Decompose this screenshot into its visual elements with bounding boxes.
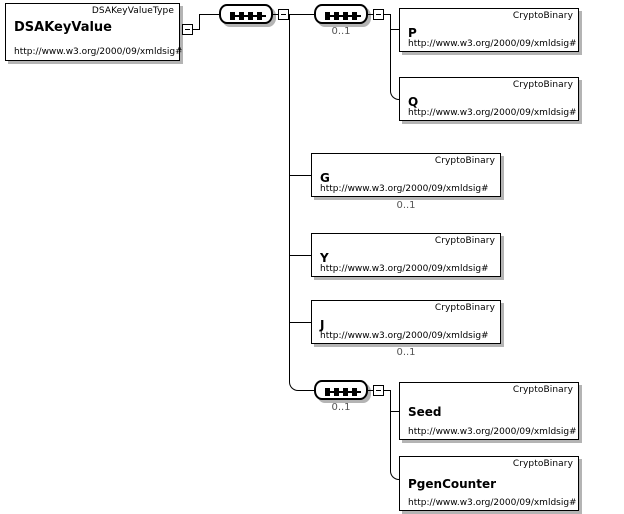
node-pgencounter[interactable]: CryptoBinary PgenCounter http://www.w3.o…	[399, 456, 579, 511]
node-namespace: http://www.w3.org/2000/09/xmldsig#	[320, 264, 489, 274]
connector-root-to-seq	[193, 29, 199, 30]
node-p[interactable]: CryptoBinary P http://www.w3.org/2000/09…	[399, 8, 579, 52]
connector-seq-seed-out	[368, 390, 373, 391]
expander-root[interactable]	[182, 24, 193, 35]
sequence-dot	[325, 388, 330, 396]
node-type-label: CryptoBinary	[512, 459, 573, 469]
node-namespace: http://www.w3.org/2000/09/xmldsig#	[320, 184, 489, 194]
connector-seq-pq-bus-lead	[384, 14, 390, 15]
occurrence-j: 0..1	[396, 347, 416, 358]
node-type-label: CryptoBinary	[434, 156, 495, 166]
node-element-name: Y	[320, 251, 329, 265]
expander-seq-root[interactable]	[278, 9, 289, 20]
node-element-name: PgenCounter	[408, 477, 496, 491]
node-dsakeyvalue[interactable]: DSAKeyValueType DSAKeyValue http://www.w…	[5, 3, 183, 61]
connector-root-to-seq-top	[199, 14, 219, 15]
node-seed[interactable]: CryptoBinary Seed http://www.w3.org/2000…	[399, 382, 579, 440]
connector-root-riser	[199, 14, 200, 30]
sequence-node-seed-pgen[interactable]	[314, 380, 371, 403]
trunk-vertical-main	[289, 14, 290, 382]
connector-seq-root-trunk-lead	[289, 14, 296, 15]
node-namespace: http://www.w3.org/2000/09/xmldsig#	[408, 108, 577, 118]
sequence-dot	[352, 12, 357, 20]
node-type-label: DSAKeyValueType	[91, 6, 174, 16]
node-j[interactable]: CryptoBinary J http://www.w3.org/2000/09…	[311, 300, 501, 344]
node-element-name: Seed	[408, 405, 442, 419]
connector-seq-root-out	[273, 14, 278, 15]
node-g[interactable]: CryptoBinary G http://www.w3.org/2000/09…	[311, 153, 501, 197]
sequence-dot	[343, 12, 348, 20]
sequence-dot	[230, 12, 235, 20]
node-element-name: J	[320, 318, 325, 332]
connector-trunk-to-y	[289, 255, 311, 256]
node-namespace: http://www.w3.org/2000/09/xmldsig#	[14, 47, 183, 57]
sequence-dot	[334, 12, 339, 20]
sequence-dot	[343, 388, 348, 396]
node-type-label: CryptoBinary	[434, 303, 495, 313]
node-type-label: CryptoBinary	[512, 385, 573, 395]
node-namespace: http://www.w3.org/2000/09/xmldsig#	[320, 331, 489, 341]
expander-seq-seed[interactable]	[373, 385, 384, 396]
node-q[interactable]: CryptoBinary Q http://www.w3.org/2000/09…	[399, 77, 579, 121]
connector-seq-pq-out	[368, 14, 373, 15]
sequence-dot	[334, 388, 339, 396]
node-namespace: http://www.w3.org/2000/09/xmldsig#	[408, 39, 577, 49]
node-namespace: http://www.w3.org/2000/09/xmldsig#	[408, 427, 577, 437]
node-y[interactable]: CryptoBinary Y http://www.w3.org/2000/09…	[311, 233, 501, 277]
node-type-label: CryptoBinary	[512, 11, 573, 21]
node-namespace: http://www.w3.org/2000/09/xmldsig#	[408, 498, 577, 508]
connector-bus-to-p	[390, 29, 399, 30]
sequence-dot	[248, 12, 253, 20]
sequence-node-root[interactable]	[219, 4, 276, 27]
trunk-elbow-bottom	[289, 373, 299, 391]
occurrence-g: 0..1	[396, 200, 416, 211]
node-element-name: Q	[408, 95, 419, 109]
sequence-dot	[257, 12, 262, 20]
connector-bus-to-seed	[390, 411, 399, 412]
sequence-dot	[239, 12, 244, 20]
expander-seq-pq[interactable]	[373, 9, 384, 20]
sequence-shape	[219, 4, 273, 24]
occurrence-seq-pq: 0..1	[331, 26, 351, 37]
node-type-label: CryptoBinary	[434, 236, 495, 246]
node-type-label: CryptoBinary	[512, 80, 573, 90]
sequence-dot	[325, 12, 330, 20]
node-element-name: G	[320, 171, 330, 185]
connector-trunk-to-j	[289, 322, 311, 323]
connector-seq-seed-bus	[390, 390, 391, 468]
sequence-shape	[314, 380, 368, 400]
connector-trunk-to-seq-pq	[296, 14, 314, 15]
connector-seq-pq-bus	[390, 14, 391, 90]
connector-seq-seed-bus-lead	[384, 390, 390, 391]
connector-trunk-to-seq-seed	[298, 390, 314, 391]
occurrence-seq-seed-pgen: 0..1	[331, 402, 351, 413]
node-element-name: DSAKeyValue	[14, 20, 113, 35]
node-element-name: P	[408, 26, 417, 40]
sequence-shape	[314, 4, 368, 24]
sequence-node-pq[interactable]	[314, 4, 371, 27]
sequence-dot	[352, 388, 357, 396]
connector-trunk-to-g	[289, 175, 311, 176]
